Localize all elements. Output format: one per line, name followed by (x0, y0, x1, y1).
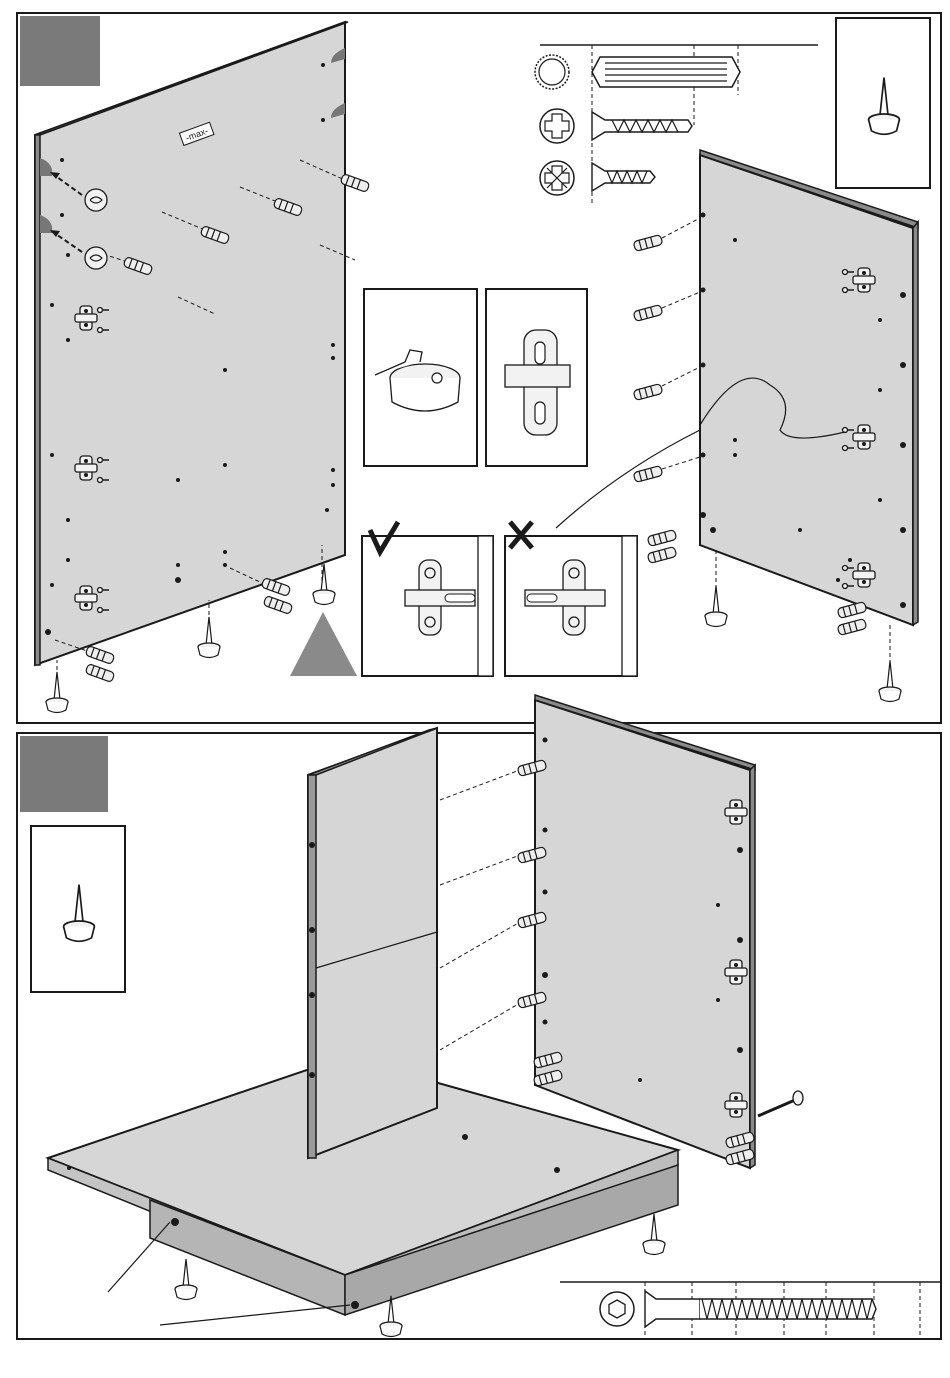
hex-confirmat-screw-icon (645, 1291, 876, 1327)
middle-divider-panel (308, 728, 437, 1158)
pozidriv-screw-short-icon (592, 163, 655, 191)
wooden-dowel-icon (592, 57, 740, 87)
foot-glide-box-top (836, 18, 930, 188)
step-b-marker (20, 736, 108, 812)
hex-head-icon (600, 1292, 634, 1326)
dowel-end-icon (535, 55, 569, 89)
phillips-screw-long-icon (592, 112, 692, 140)
hardware-legend-bottom (560, 1282, 940, 1336)
hinge-plate-detail-box (486, 289, 587, 466)
left-side-panel: -max- (35, 22, 348, 665)
correct-orientation-box (362, 522, 493, 676)
foot-glide-box-bottom (31, 826, 125, 992)
incorrect-orientation-box (505, 522, 637, 676)
confirmat-screw (758, 1091, 803, 1116)
right-side-panel (700, 150, 918, 625)
cam-lock-detail-box (364, 289, 477, 466)
step-a-marker (20, 16, 100, 86)
warning-triangle-icon (290, 612, 357, 676)
pozidriv-head-icon (540, 161, 574, 195)
right-side-panel-b (535, 695, 755, 1168)
phillips-head-icon (540, 109, 574, 143)
